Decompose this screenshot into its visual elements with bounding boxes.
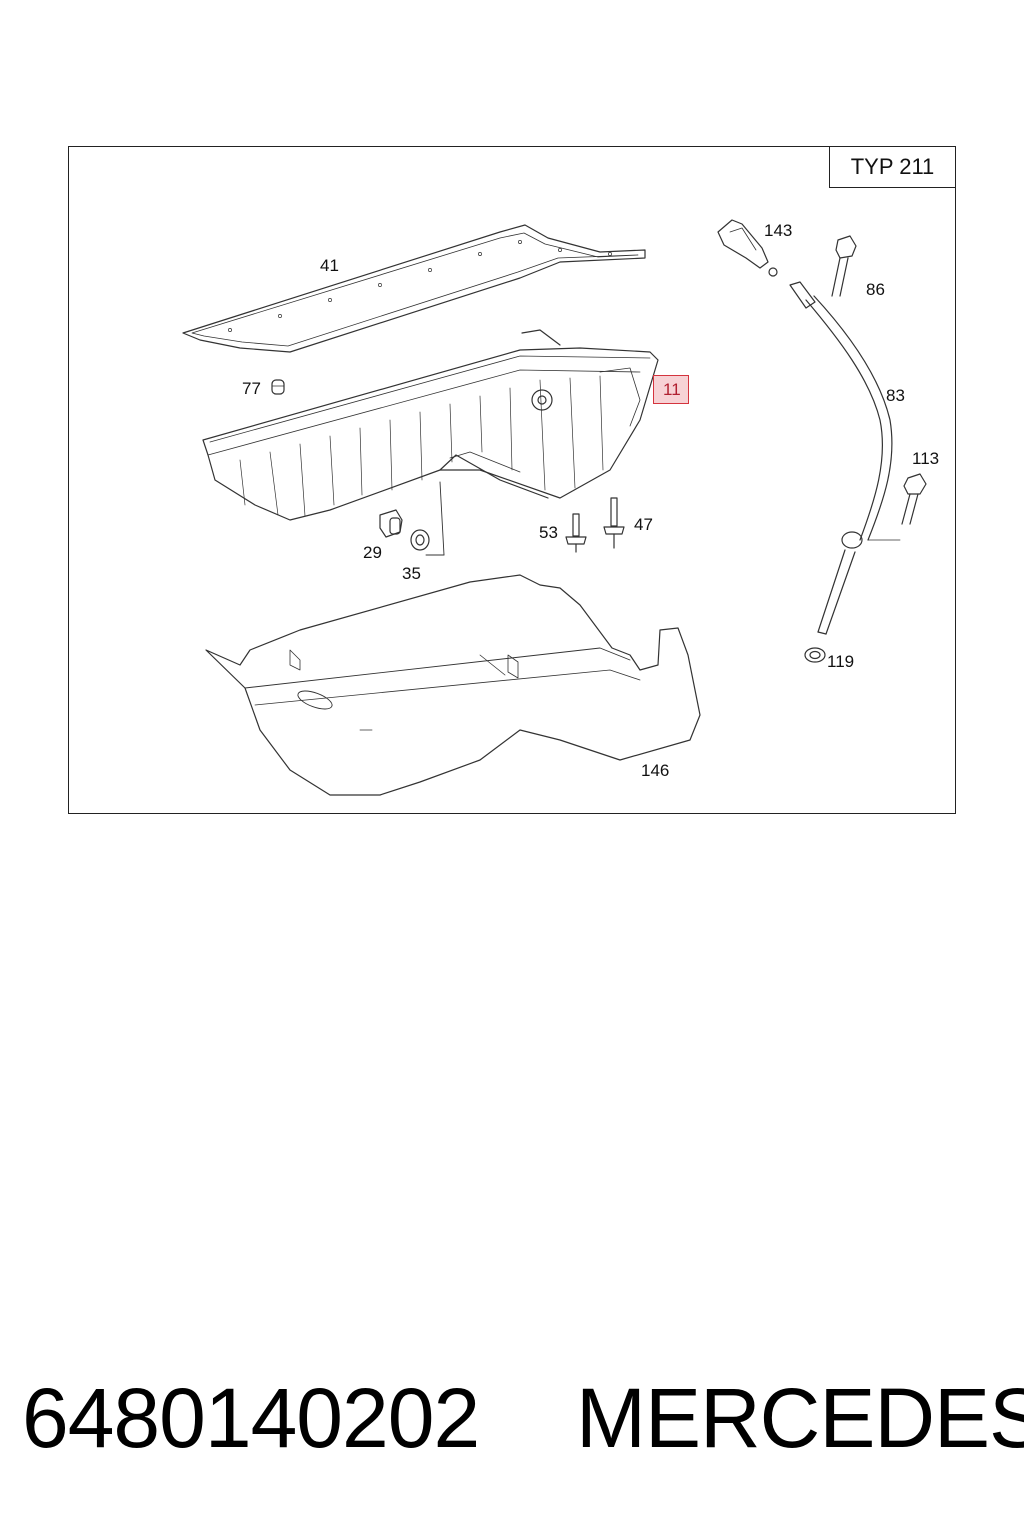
callout-113: 113 <box>912 449 940 468</box>
callout-119: 119 <box>827 652 855 671</box>
part-number: 6480140202 <box>22 1371 480 1465</box>
oil-pan <box>202 329 659 521</box>
variant-label: TYP 211 <box>829 146 956 188</box>
callout-143: 143 <box>764 221 793 240</box>
callout-146: 146 <box>641 761 670 780</box>
bolt-113 <box>867 473 927 541</box>
oil-pan-gasket <box>182 224 646 353</box>
callout-11[interactable]: 11 <box>653 375 689 404</box>
footer: 6480140202 MERCEDES <box>0 1370 1024 1470</box>
dipstick-tube-83 <box>789 281 893 635</box>
drain-plug-29 <box>379 509 403 538</box>
oil-level-sensor-143 <box>717 219 778 277</box>
oil-pan-cover-146 <box>205 574 701 796</box>
callout-83: 83 <box>886 386 905 405</box>
seal-ring-35 <box>410 529 430 551</box>
callout-29: 29 <box>363 543 382 562</box>
callout-47: 47 <box>634 515 653 534</box>
plug-77 <box>271 379 285 395</box>
brand-name: MERCEDES <box>576 1371 1024 1465</box>
callout-41: 41 <box>320 256 339 275</box>
diagram-frame <box>68 146 956 814</box>
bolt-53 <box>565 513 587 553</box>
callout-86: 86 <box>866 280 885 299</box>
callout-35: 35 <box>402 564 421 583</box>
bolt-86 <box>831 235 857 297</box>
callout-53: 53 <box>539 523 558 542</box>
callout-77: 77 <box>242 379 261 398</box>
bolt-47 <box>603 497 625 549</box>
o-ring-119 <box>804 647 826 663</box>
